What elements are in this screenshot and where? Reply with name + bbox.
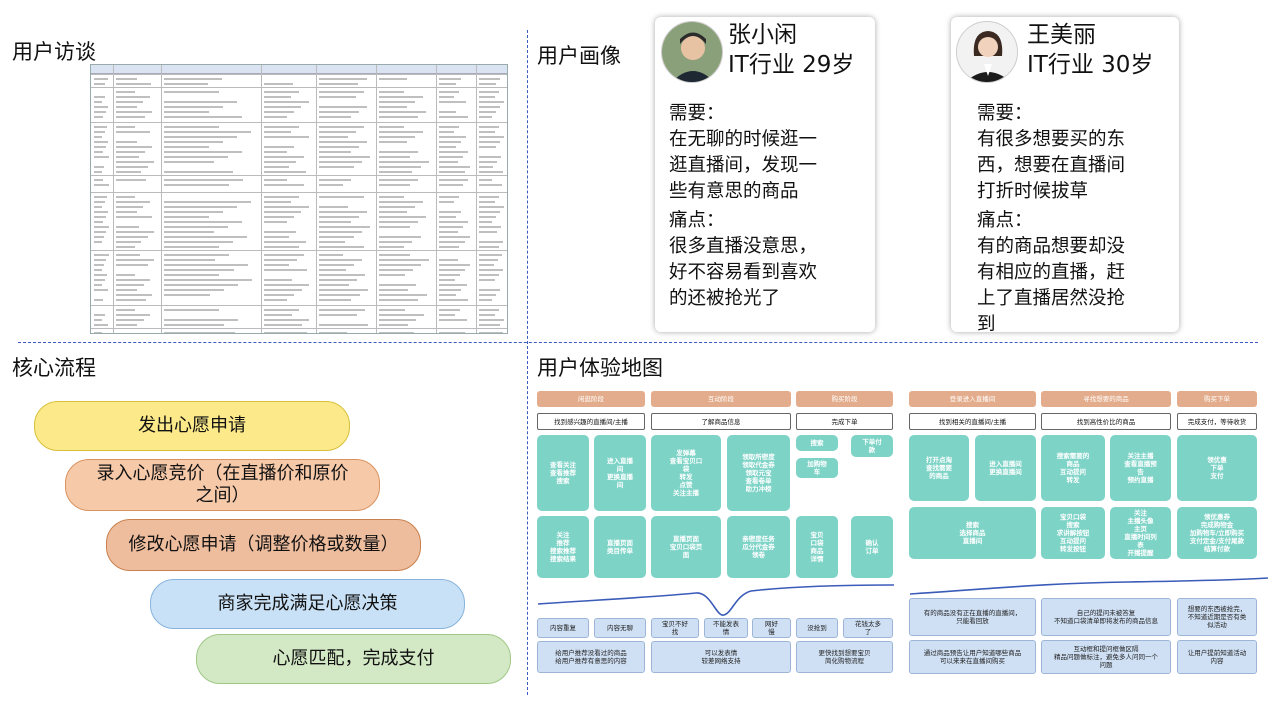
persona-job-age: IT行业 29岁 (728, 52, 855, 78)
journey-action: 关注 主播头像 主页 直播时间列 表 开播提醒 (1110, 507, 1171, 559)
journey-stage: 寻找想要的商品 (1041, 391, 1171, 407)
journey-action: 领优惠 下单 支付 (1177, 435, 1257, 501)
journey-opportunity: 可以发表情 较差网络支持 (651, 641, 791, 673)
journey-opportunity: 让用户提前知道活动 内容 (1177, 640, 1257, 674)
journey-stage: 购买下单 (1177, 391, 1257, 407)
journey-opportunity: 更快找到想要宝贝 简化购物流程 (796, 641, 893, 673)
journey-action: 关注主播 查看直播预 告 预约直播 (1110, 435, 1171, 501)
persona-job-age: IT行业 30岁 (1027, 52, 1154, 78)
persona-need-label: 需要： (669, 103, 725, 124)
flow-step-2: 录入心愿竞价（在直播价和原价 之间） (65, 459, 380, 511)
persona-need-label: 需要： (977, 103, 1033, 124)
journey-action: 亲密度任务 瓜分代金券 领卷 (727, 516, 790, 578)
section-title-journey: 用户体验地图 (537, 356, 663, 380)
persona-pain-label: 痛点： (669, 210, 725, 231)
emotion-curve-left (537, 584, 895, 616)
flow-step-4: 商家完成满足心愿决策 (150, 579, 465, 629)
journey-action: 直播页面 类目传单 (594, 516, 646, 578)
horizontal-divider (18, 342, 1258, 343)
persona-pain-label: 痛点： (977, 210, 1033, 231)
persona-need: 在无聊的时候逛一 逛直播间，发现一 些有意思的商品 (669, 129, 818, 202)
journey-goal: 找到高性价比的商品 (1041, 413, 1171, 430)
avatar-icon (661, 21, 723, 83)
journey-action: 下单付 款 (851, 435, 893, 457)
flow-step-5: 心愿匹配，完成支付 (196, 634, 511, 684)
vertical-divider (527, 30, 528, 695)
persona-pain: 有的商品想要却没 有相应的直播，赶 上了直播居然没抢 到 (977, 236, 1126, 335)
journey-goal: 找到感兴趣的直播间/主播 (537, 413, 645, 430)
journey-action: 发弹幕 查看宝贝口 袋 转发 点赞 关注主播 (651, 435, 721, 511)
journey-stage: 闲逛阶段 (537, 391, 645, 407)
avatar-icon (956, 21, 1018, 83)
persona-name: 王美丽 (1027, 22, 1096, 48)
flow-step-3: 修改心愿申请（调整价格或数量） (106, 519, 421, 571)
journey-action: 宝贝口袋 搜索 求讲解按钮 互动提问 转发按钮 (1041, 507, 1105, 559)
section-title-flow: 核心流程 (12, 356, 96, 380)
journey-action: 查看关注 查看推荐 搜索 (537, 435, 589, 511)
journey-goal: 找到相关的直播间/主播 (909, 413, 1036, 430)
persona-card-2: 王美丽 IT行业 30岁 需要： 有很多想要买的东 西，想要在直播间 打折时候拔… (951, 17, 1179, 335)
journey-action: 搜索 (796, 435, 838, 451)
journey-pain-point: 花钱太多 了 (843, 618, 893, 638)
journey-goal: 完成支付，等待收货 (1177, 413, 1257, 430)
emotion-curve-right (909, 577, 1269, 595)
journey-pain-point: 内容无聊 (594, 618, 646, 638)
journey-pain-point: 不能发表 情 (704, 618, 748, 638)
persona-name: 张小闲 (728, 22, 797, 48)
persona-need: 有很多想要买的东 西，想要在直播间 打折时候拔草 (977, 129, 1126, 202)
journey-action: 直播页面 宝贝口袋页 面 (651, 516, 721, 578)
journey-goal: 了解商品信息 (651, 413, 791, 430)
journey-goal: 完成下单 (796, 413, 893, 430)
journey-pain-point: 想要的东西被抢完， 不知道近期是否有类 似活动 (1177, 598, 1257, 636)
journey-action: 搜索需要的 商品 互动提问 转发 (1041, 435, 1105, 501)
journey-pain-point: 自己的提问未被答复 不知道口袋清单即将发布的商品信息 (1041, 598, 1171, 636)
section-title-persona: 用户画像 (537, 44, 621, 68)
persona-pain: 很多直播没意思， 好不容易看到喜欢 的还被抢光了 (669, 236, 818, 309)
journey-action: 打开点淘 查找需要 的商品 (909, 435, 969, 501)
journey-action: 进入直播 间 更换直播 间 (594, 435, 646, 511)
section-title-interview: 用户访谈 (12, 40, 96, 64)
journey-stage: 登录进入直播间 (909, 391, 1036, 407)
journey-opportunity: 互动框和提问框做区隔 精品问题做标注，避免多人问同一个 问题 (1041, 640, 1171, 674)
flow-step-1: 发出心愿申请 (34, 401, 350, 451)
persona-card-1: 张小闲 IT行业 29岁 需要： 在无聊的时候逛一 逛直播间，发现一 些有意思的… (655, 17, 875, 332)
interview-table-thumbnail (90, 64, 508, 334)
journey-pain-point: 没抢到 (796, 618, 838, 638)
journey-pain-point: 内容重复 (537, 618, 589, 638)
journey-pain-point: 宝贝不好 找 (651, 618, 699, 638)
journey-stage: 互动阶段 (651, 391, 791, 407)
journey-action: 关注 推荐 搜索推荐 搜索结果 (537, 516, 589, 578)
journey-action: 领优惠券 完成购物金 加购物车/立即购买 支付定金/支付尾款 结算付款 (1177, 507, 1257, 559)
journey-action: 领取所密度 领取代金券 领取元宝 查看卷单 助力冲榜 (727, 435, 790, 511)
journey-opportunity: 通过商品预告让用户知道哪些商品 可以来来在直播间购买 (909, 640, 1036, 674)
journey-action: 确认 订单 (851, 516, 893, 578)
journey-pain-point: 网好 慢 (752, 618, 791, 638)
journey-action: 加购物 车 (796, 458, 838, 478)
journey-pain-point: 有的商品没有正在直播的直播间， 只能看回放 (909, 598, 1036, 636)
journey-action: 进入直播间 更换直播间 (975, 435, 1036, 501)
journey-stage: 购买阶段 (796, 391, 893, 407)
journey-action: 宝贝 口袋 商品 详情 (796, 516, 838, 578)
journey-action: 搜索 选择商品 直播间 (909, 507, 1036, 559)
journey-opportunity: 给用户推荐没看过的商品 给用户推荐有意思的内容 (537, 641, 645, 673)
